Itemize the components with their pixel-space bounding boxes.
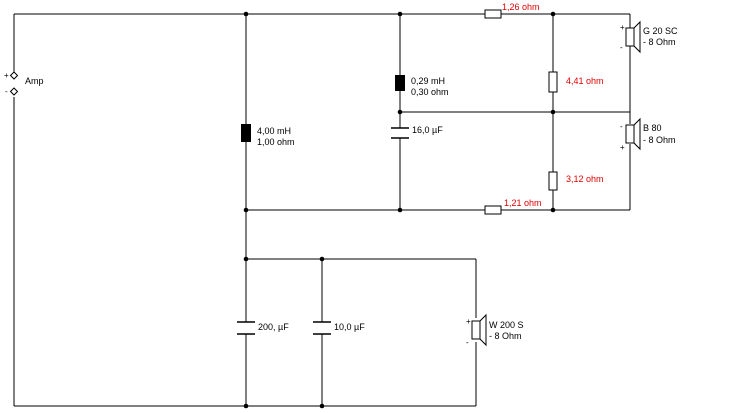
speaker-mid-icon	[625, 124, 635, 144]
resistor-top-series: 1,26 ohm	[484, 2, 540, 19]
capacitor-c1: 16,0 µF	[391, 125, 443, 139]
speaker-tweeter-impedance: - 8 Ohm	[643, 37, 676, 47]
resistor-mid-shunt: 3,12 ohm	[548, 171, 604, 191]
capacitor-c1-value: 16,0 µF	[412, 125, 443, 135]
speaker-mid-impedance: - 8 Ohm	[643, 135, 676, 145]
junction-dots	[243, 11, 556, 409]
resistor-top-value: 1,26 ohm	[502, 2, 540, 12]
amp-minus-terminal	[9, 87, 19, 96]
speaker-tweeter-name: G 20 SC	[643, 26, 678, 36]
inductor-l2: 4,00 mH 1,00 ohm	[241, 124, 295, 147]
capacitor-c2-value: 200, µF	[258, 322, 289, 332]
speaker-tweeter-minus: -	[620, 43, 623, 52]
speaker-tweeter-plus: +	[620, 23, 625, 32]
speaker-woofer-icon	[471, 320, 481, 340]
capacitor-c3: 10,0 µF	[313, 321, 365, 335]
inductor-l1: 0,29 mH 0,30 ohm	[395, 75, 449, 97]
wires	[13, 13, 631, 407]
amp-plus-sign: +	[4, 71, 9, 80]
speaker-woofer: + - W 200 S - 8 Ohm	[466, 313, 524, 347]
resistor-bottom-series: 1,21 ohm	[484, 198, 542, 215]
resistor-bottom-value: 1,21 ohm	[504, 198, 542, 208]
speaker-woofer-name: W 200 S	[489, 320, 524, 330]
speaker-mid: - + B 80 - 8 Ohm	[620, 117, 676, 152]
amp-input: + - Amp	[4, 71, 44, 96]
speaker-mid-minus: -	[620, 122, 623, 131]
resistor-tweeter-shunt: 4,41 ohm	[548, 71, 604, 93]
speaker-woofer-impedance: - 8 Ohm	[489, 331, 522, 341]
speaker-tweeter-icon	[625, 27, 635, 47]
speaker-mid-name: B 80	[643, 123, 662, 133]
capacitor-c3-value: 10,0 µF	[334, 322, 365, 332]
amp-minus-sign: -	[5, 87, 8, 96]
speaker-woofer-plus: +	[466, 317, 471, 326]
inductor-l2-inductance: 4,00 mH	[257, 126, 291, 136]
capacitor-c2: 200, µF	[237, 321, 289, 335]
inductor-l2-resistance: 1,00 ohm	[257, 137, 295, 147]
resistor-mid-shunt-value: 3,12 ohm	[566, 174, 604, 184]
inductor-l1-resistance: 0,30 ohm	[411, 87, 449, 97]
inductor-l1-inductance: 0,29 mH	[411, 76, 445, 86]
amp-label: Amp	[25, 76, 44, 86]
speaker-woofer-minus: -	[466, 338, 469, 347]
speaker-mid-plus: +	[620, 143, 625, 152]
amp-plus-terminal	[9, 71, 19, 80]
speaker-tweeter: + - G 20 SC - 8 Ohm	[620, 20, 678, 54]
resistor-tweeter-shunt-value: 4,41 ohm	[566, 76, 604, 86]
